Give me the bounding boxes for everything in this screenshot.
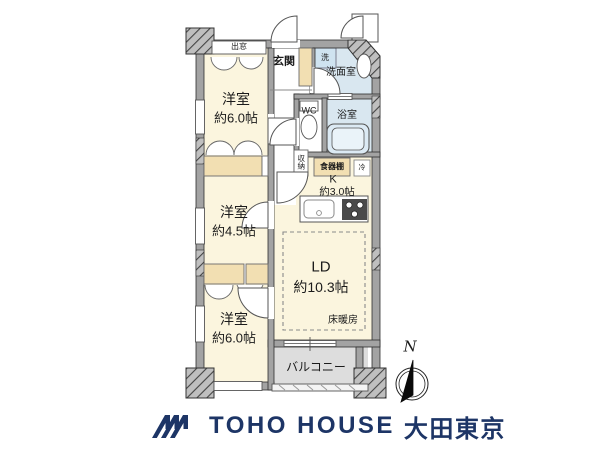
bedroom3-size: 約6.0帖	[211, 330, 257, 346]
balcony-label: バルコニー	[286, 360, 346, 374]
balcony-railing	[271, 383, 369, 392]
bay-window-label: 出窓	[231, 42, 247, 51]
bedroom1-size: 約6.0帖	[213, 110, 259, 126]
fridge-box	[353, 159, 371, 177]
brand-logo-text: TOHO HOUSE 大田東京	[209, 409, 506, 444]
kitchen-sink	[303, 199, 335, 219]
bath-label: 浴室	[337, 110, 357, 121]
closets	[203, 47, 371, 285]
compass-needle	[400, 359, 414, 403]
toilet-tank	[299, 100, 319, 112]
brand-logo: TOHO HOUSE 大田東京	[152, 404, 506, 448]
bedroom2-label: 洋室	[220, 204, 248, 220]
fixtures	[270, 53, 372, 223]
toho-house-logo-icon	[152, 415, 188, 438]
washbasin	[356, 53, 372, 79]
windows	[195, 40, 353, 391]
compass-n-label: N	[403, 337, 417, 356]
washroom-door	[313, 67, 341, 95]
brand-company: TOHO HOUSE	[209, 412, 395, 439]
shoe-cabinet	[298, 47, 313, 87]
bedroom3-label: 洋室	[220, 311, 248, 327]
kitchen-size-label: 約3.0帖	[319, 185, 355, 198]
ld-label: LD	[311, 258, 331, 276]
wc-door	[269, 118, 297, 146]
compass	[395, 359, 429, 403]
storage-label: 収納	[296, 154, 306, 170]
bedroom3-closet-right	[245, 263, 269, 285]
laundry-label: 洗	[321, 53, 329, 62]
fridge-label: 冷	[358, 164, 366, 172]
kitchen-door	[276, 171, 309, 204]
floor-heating-zone	[282, 231, 366, 331]
bedroom2-size: 約4.5帖	[211, 223, 257, 239]
washroom-label: 洗面室	[326, 67, 356, 78]
bedroom3-closet-left	[203, 263, 245, 285]
bedroom3-door	[237, 287, 269, 319]
floor-heating-label: 床暖房	[328, 315, 358, 326]
kitchen-label: K	[329, 173, 337, 186]
wc-label: WC	[301, 105, 317, 116]
bedroom2-door	[241, 201, 269, 229]
bay-window	[211, 40, 267, 55]
front-door	[270, 15, 298, 43]
living-dining-area	[272, 205, 372, 340]
bedroom1-closet	[203, 155, 263, 177]
balcony-area	[272, 345, 368, 385]
cupboard-box	[313, 157, 351, 177]
ld-size-label: 約10.3帖	[293, 279, 349, 295]
brand-branch: 大田東京	[403, 415, 506, 443]
cupboard-label: 食器棚	[320, 162, 344, 171]
bedroom1-label: 洋室	[222, 91, 250, 107]
meter-box-door	[340, 15, 364, 39]
entrance-label: 玄関	[273, 55, 295, 68]
toilet-bowl	[300, 114, 318, 140]
door-arcs	[237, 15, 364, 319]
